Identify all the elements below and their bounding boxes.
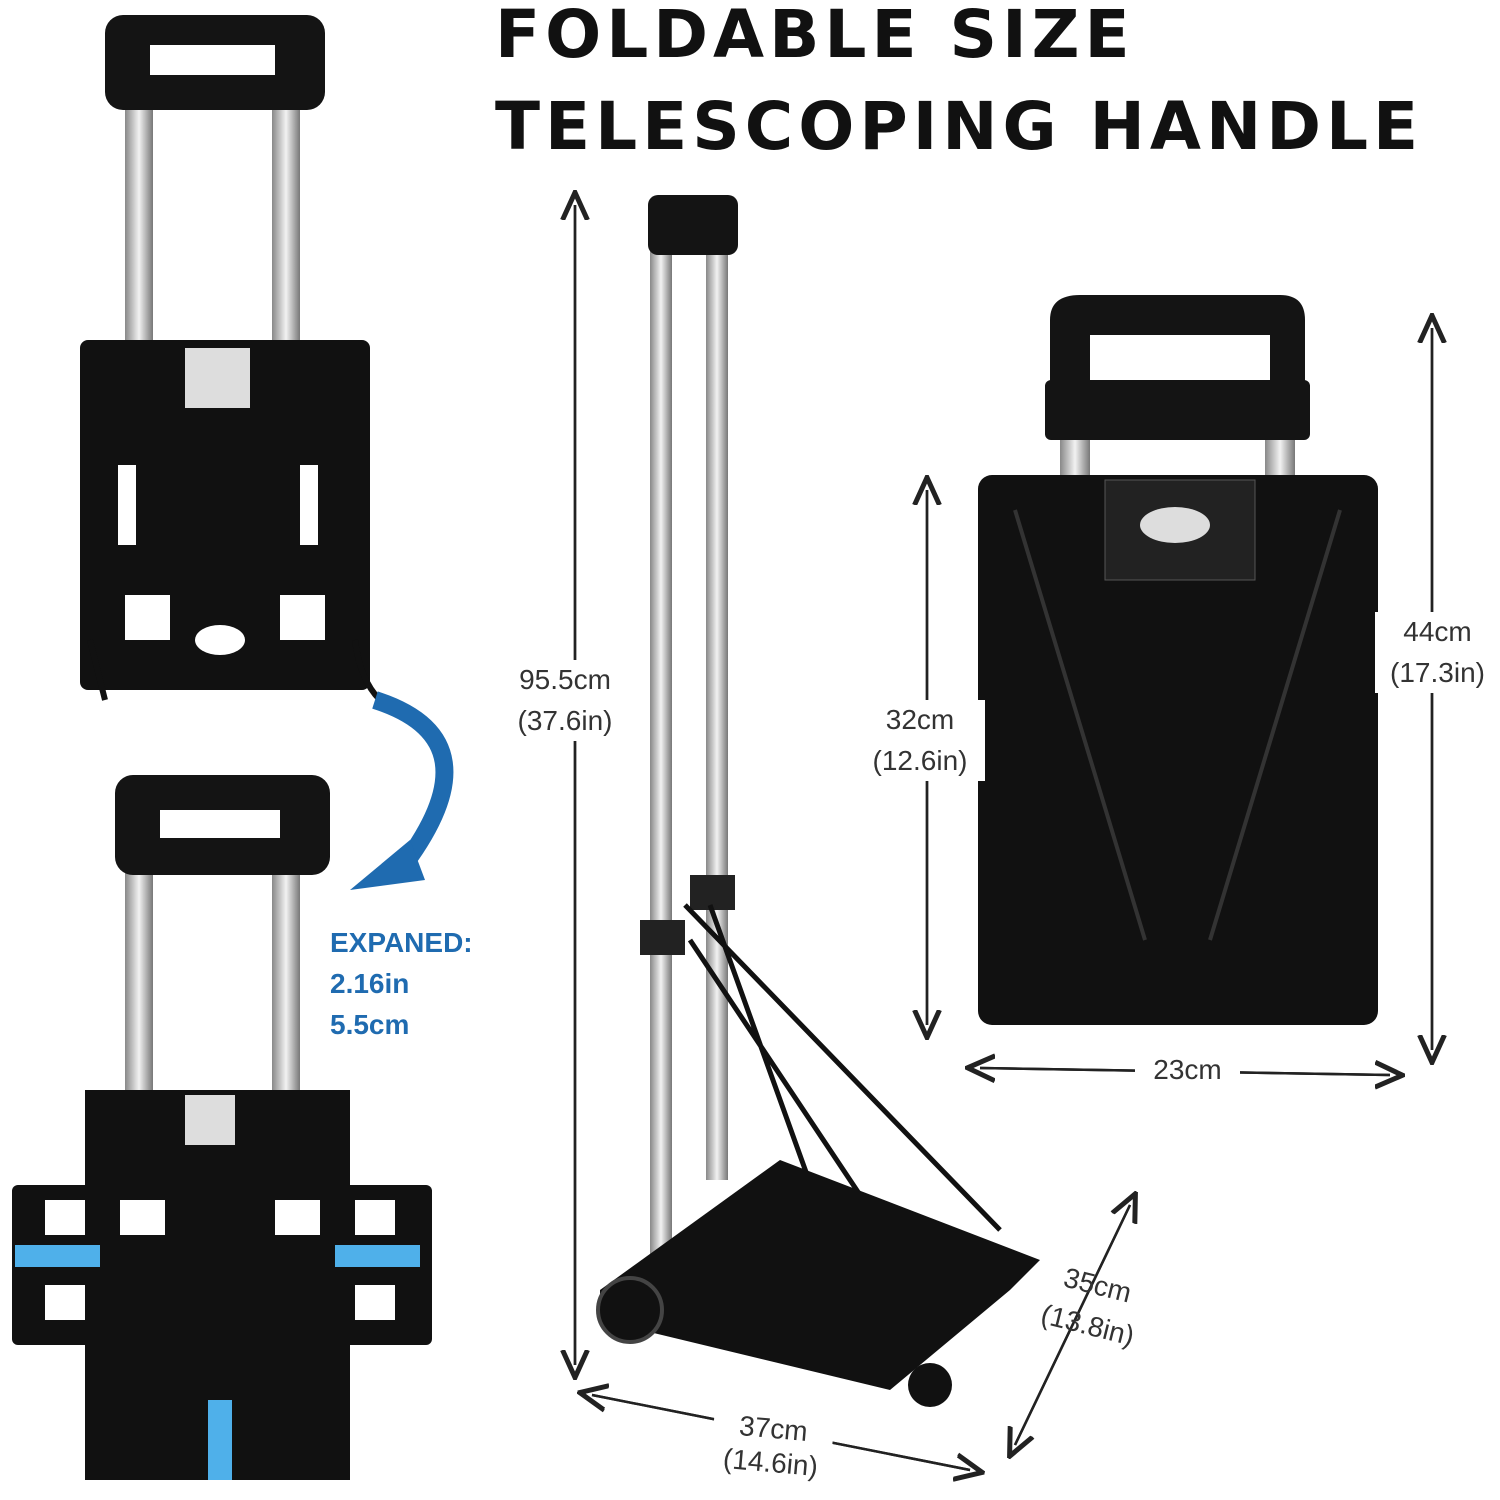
folded-cart-right [978, 295, 1378, 1025]
folded-body-height-label: 32cm (12.6in) [855, 700, 985, 782]
expanded-cart [12, 775, 432, 1480]
expansion-title: EXPANED: [330, 927, 473, 958]
height-extended-cm: 95.5cm [519, 664, 611, 695]
height-extended-in: (37.6in) [517, 704, 613, 736]
expansion-cm: 5.5cm [330, 1009, 410, 1040]
expansion-inches: 2.16in [330, 968, 410, 999]
folded-total-height-in: (17.3in) [1390, 656, 1485, 688]
headline-line-2: TELESCOPING HANDLE [495, 88, 1424, 165]
extended-cart [596, 195, 1040, 1407]
expand-indicator-bottom [208, 1400, 232, 1480]
folded-total-height-label: 44cm (17.3in) [1375, 612, 1500, 694]
folded-cart-top [80, 15, 383, 703]
folded-body-height-in: (12.6in) [872, 744, 968, 776]
headline-line-1: FOLDABLE SIZE [495, 0, 1135, 73]
arrow-head-icon [350, 840, 425, 890]
fold-arrow-icon [372, 691, 454, 876]
height-extended-label: 95.5cm (37.6in) [495, 660, 635, 742]
folded-total-height-cm: 44cm [1403, 616, 1472, 647]
expand-indicator-left [15, 1245, 100, 1267]
folded-body-height-cm: 32cm [885, 704, 955, 735]
base-width-label: 37cm (14.6in) [709, 1406, 835, 1485]
folded-width-cm: 23cm [1135, 1050, 1240, 1091]
expansion-label: EXPANED: 2.16in 5.5cm [330, 922, 473, 1045]
expand-indicator-right [335, 1245, 420, 1267]
